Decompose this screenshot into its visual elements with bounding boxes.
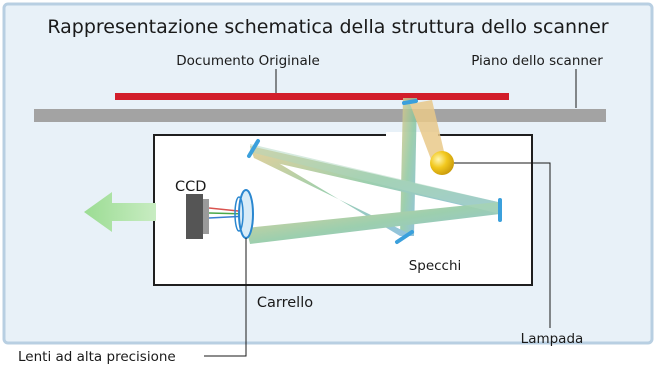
ccd-sensor-icon: [186, 194, 209, 239]
original-document: [115, 93, 509, 100]
diagram-title: Rappresentazione schematica della strutt…: [47, 16, 608, 38]
lamp-label: Lampada: [521, 331, 584, 347]
glass-label: Piano dello scanner: [471, 53, 603, 69]
mirrors: [247, 99, 502, 244]
document-label: Documento Originale: [176, 53, 320, 69]
precision-lens-inner: [234, 196, 244, 232]
carriage-label: Carrello: [257, 295, 313, 311]
ccd-label: CCD: [175, 179, 206, 195]
mirror-top: [402, 99, 418, 105]
lens-label: Lenti ad alta precisione: [18, 349, 176, 365]
mirror-3: [395, 230, 414, 244]
precision-lens: [238, 189, 254, 239]
lens-leader: [204, 238, 247, 357]
mirror-1: [247, 139, 260, 158]
lamp-leader: [454, 162, 551, 328]
light-path: [246, 98, 500, 244]
scanner-glass: [34, 109, 606, 122]
movement-arrow-icon: [84, 192, 156, 232]
lamp-bulb-icon: [430, 151, 454, 175]
mirrors-label: Specchi: [409, 258, 462, 274]
